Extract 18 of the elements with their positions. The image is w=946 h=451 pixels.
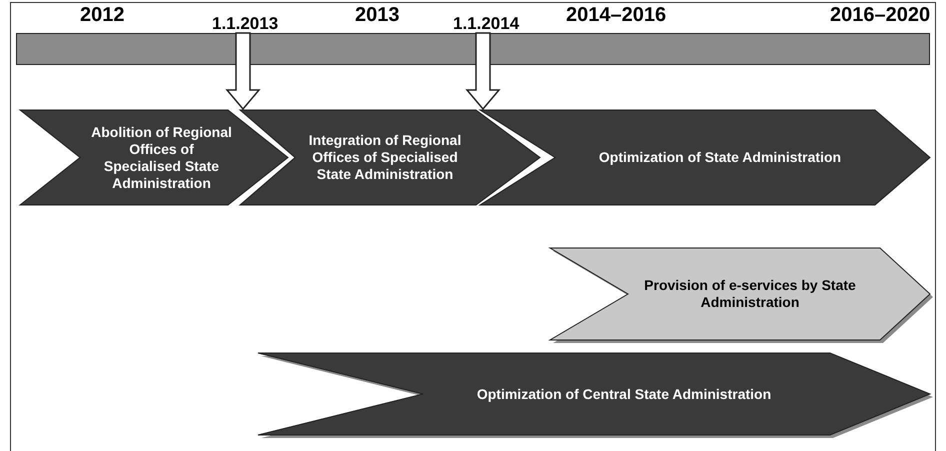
chevron-label: Optimization of Central State Administration — [476, 386, 772, 402]
date-label: 1.1.2014 — [453, 14, 520, 34]
chevron-shape — [480, 110, 930, 205]
year-label: 2012 — [80, 4, 124, 27]
chevron-shape — [550, 248, 930, 340]
date-label: 1.1.2013 — [212, 14, 278, 34]
block-arrow — [225, 32, 261, 110]
chevron-label: Optimization of State Administration — [598, 149, 842, 166]
year-label: 2014–2016 — [566, 4, 666, 27]
year-label: 2016–2020 — [830, 4, 930, 27]
chevron-label: Abolition of Regional Offices of Specialised State Administration — [90, 124, 233, 192]
chevron-label: Integration of Regional Offices of Specialised State Administration — [308, 132, 462, 183]
year-label: 2013 — [355, 4, 400, 27]
timeline-bar — [16, 33, 930, 65]
chevron-shape — [258, 353, 930, 435]
chevron-label: Provision of e-services by State Administration — [643, 277, 857, 311]
chevron-shape — [240, 110, 540, 205]
block-arrow — [465, 32, 501, 110]
